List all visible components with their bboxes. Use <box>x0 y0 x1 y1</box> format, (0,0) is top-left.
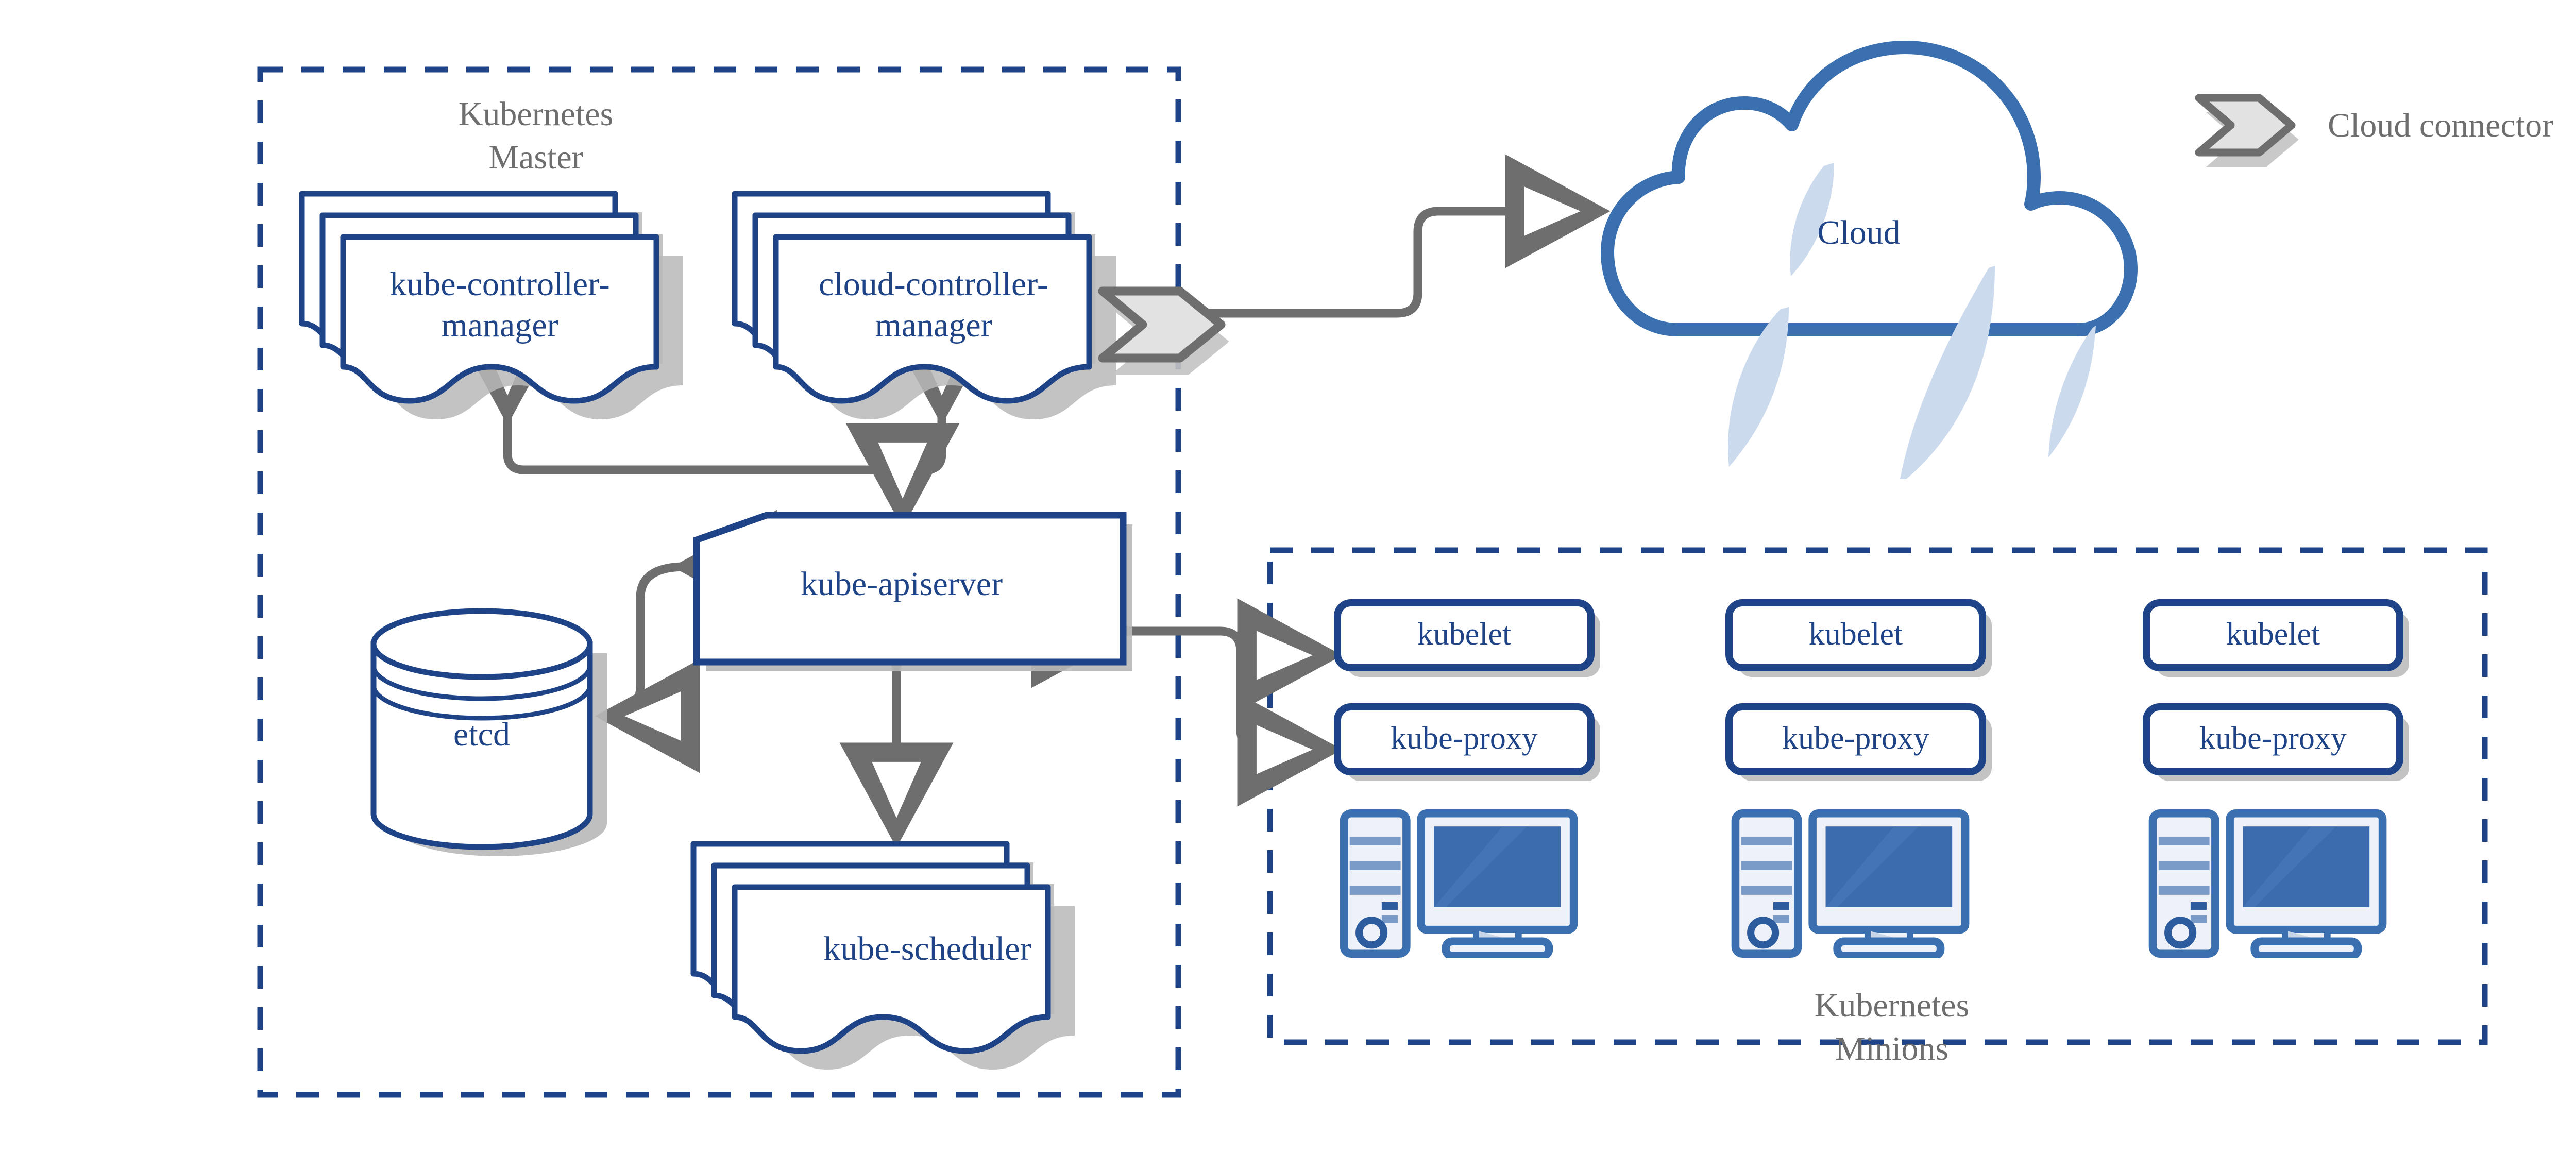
minion-1[interactable]: kubelet kube-proxy <box>1334 599 1600 956</box>
group-kubernetes-minions: Kubernetes Minions <box>1267 547 2488 1067</box>
kube-apiserver-label: kube-apiserver <box>801 565 1003 603</box>
cloud-label: Cloud <box>1817 214 1900 251</box>
legend-label: Cloud connector <box>2328 107 2553 144</box>
etcd-label: etcd <box>453 716 510 753</box>
minion-1-computer-icon <box>1344 813 1573 956</box>
minions-label-line2: Minions <box>1835 1030 1948 1067</box>
apiserver-body <box>693 512 1127 666</box>
cloud-leaf-4 <box>2048 326 2096 457</box>
minion-2[interactable]: kubelet kube-proxy <box>1725 599 1992 956</box>
group-kubernetes-master: Kubernetes Master <box>257 66 1181 1098</box>
etcd-ring-3 <box>371 685 592 721</box>
cloud-controller-manager-label-line1: cloud-controller- <box>819 265 1048 303</box>
cloud-body <box>1601 41 2138 336</box>
node-cloud[interactable]: Cloud <box>1601 41 2138 479</box>
cloud-leaf-3 <box>1900 266 1995 479</box>
minion-3-kube-proxy-box[interactable] <box>2143 703 2403 775</box>
minions-label-line1: Kubernetes <box>1815 987 1970 1024</box>
cloud-leaf-2 <box>1728 307 1789 467</box>
master-label-line2: Master <box>488 139 583 176</box>
minion-3-kubelet-label: kubelet <box>2226 617 2320 652</box>
master-label-line1: Kubernetes <box>459 95 614 133</box>
minion-1-kube-proxy-label: kube-proxy <box>1391 721 1538 756</box>
node-cloud-controller-manager[interactable]: cloud-controller- manager <box>735 194 1116 419</box>
node-etcd[interactable]: etcd <box>370 608 607 856</box>
minion-1-kubelet-box[interactable] <box>1334 599 1595 671</box>
connector-kcm-trunk <box>450 320 882 474</box>
minion-3[interactable]: kubelet kube-proxy <box>2143 599 2409 956</box>
minion-3-kubelet-box[interactable] <box>2143 599 2403 671</box>
minion-2-kube-proxy-box[interactable] <box>1725 703 1986 775</box>
minion-1-kubelet-label: kubelet <box>1417 617 1512 652</box>
connector-apiserver-to-kubelet <box>1236 598 1343 713</box>
chevron-body <box>1098 286 1226 363</box>
minion-2-kube-proxy-label: kube-proxy <box>1782 721 1929 756</box>
etcd-top-ring <box>370 608 593 680</box>
master-dashed-border <box>257 66 1181 1098</box>
minion-2-computer-icon <box>1735 813 1965 956</box>
minion-3-kube-proxy-label: kube-proxy <box>2199 721 2347 756</box>
node-kube-apiserver[interactable]: kube-apiserver <box>693 512 1132 671</box>
connector-apiserver-etcd <box>595 510 777 773</box>
connector-apiserver-to-kubeproxy <box>1123 626 1343 807</box>
minion-1-kube-proxy-box[interactable] <box>1334 703 1595 775</box>
kube-scheduler-label: kube-scheduler <box>823 930 1031 968</box>
connector-layer <box>450 154 1611 848</box>
minion-3-computer-icon <box>2153 813 2382 956</box>
legend-cloud-connector: Cloud connector <box>2195 94 2553 167</box>
cloud-leaf-1 <box>1790 163 1834 276</box>
connector-ccm-to-cloud <box>1136 154 1611 318</box>
cloud-controller-manager-label-line2: manager <box>875 307 992 344</box>
minions-dashed-border <box>1267 547 2488 1045</box>
cloud-connector-chevron-icon <box>1098 286 1229 375</box>
kube-controller-manager-label-line2: manager <box>441 307 558 344</box>
minion-2-kubelet-box[interactable] <box>1725 599 1986 671</box>
minion-2-kubelet-label: kubelet <box>1809 617 1903 652</box>
legend-cloud-connector-icon <box>2195 94 2296 157</box>
node-kube-controller-manager[interactable]: kube-controller- manager <box>302 194 683 419</box>
etcd-ring-2 <box>371 665 592 701</box>
connector-ccm-trunk <box>882 320 999 474</box>
node-kube-scheduler[interactable]: kube-scheduler <box>693 844 1075 1070</box>
kube-controller-manager-label-line1: kube-controller- <box>389 265 610 303</box>
